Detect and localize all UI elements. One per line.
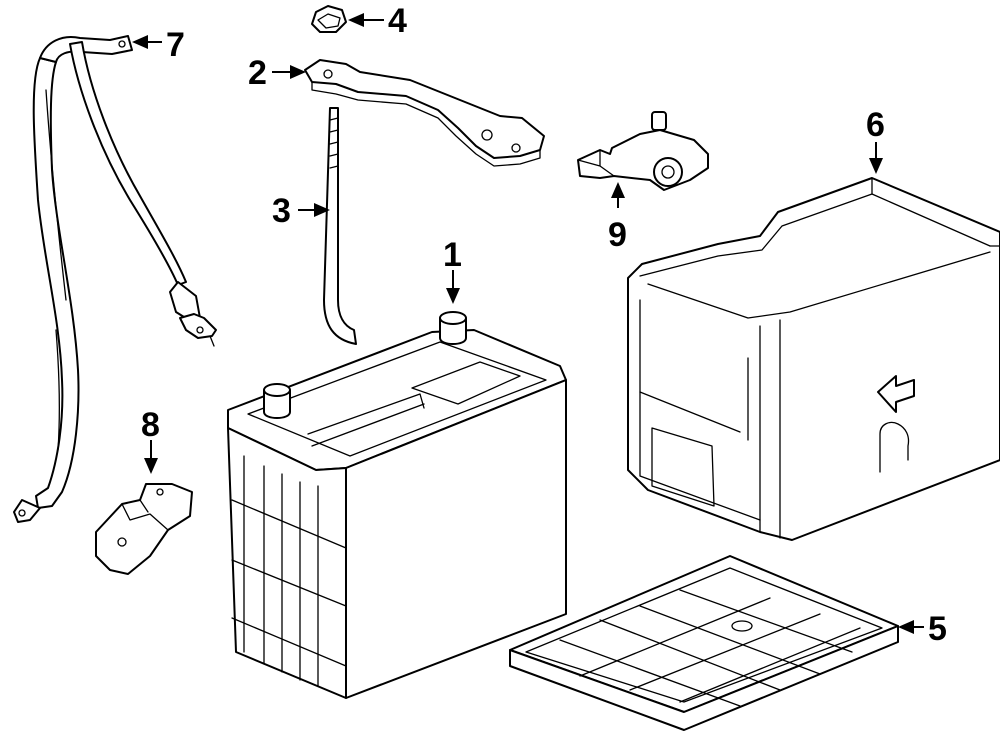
hold-down-bracket bbox=[304, 59, 545, 167]
battery bbox=[227, 311, 567, 699]
callout-1: 1 bbox=[443, 236, 462, 274]
callout-3: 3 bbox=[272, 192, 291, 230]
callout-6: 6 bbox=[866, 106, 885, 144]
callout-2: 2 bbox=[248, 54, 267, 92]
mounting-bracket bbox=[95, 483, 193, 575]
callout-5: 5 bbox=[928, 610, 947, 648]
callout-4: 4 bbox=[388, 2, 407, 40]
callout-leaders bbox=[132, 13, 924, 634]
battery-tray bbox=[509, 555, 899, 731]
nut bbox=[311, 5, 347, 33]
callout-7: 7 bbox=[166, 26, 185, 64]
terminal-negative bbox=[439, 311, 467, 345]
j-bolt bbox=[323, 107, 357, 345]
callout-8: 8 bbox=[141, 406, 160, 444]
callout-9: 9 bbox=[608, 216, 627, 254]
callout-labels: 1 2 3 4 5 6 7 8 9 bbox=[141, 2, 947, 648]
terminal-positive bbox=[263, 383, 291, 419]
battery-box bbox=[627, 177, 1000, 541]
battery-cable bbox=[13, 35, 217, 523]
battery-sensor bbox=[577, 111, 709, 191]
